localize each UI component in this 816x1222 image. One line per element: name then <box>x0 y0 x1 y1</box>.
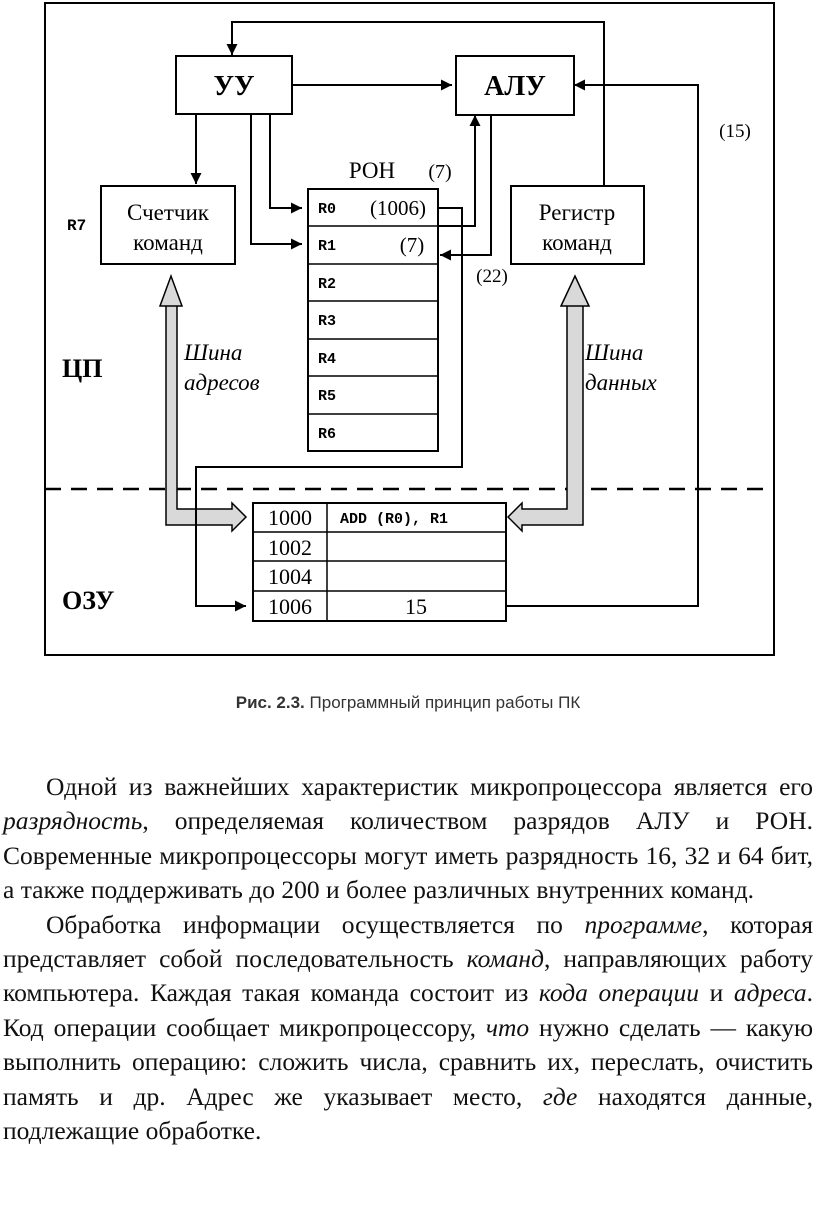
address-bus-arrow <box>158 273 248 533</box>
text-run: Одной из важнейших характеристик микропр… <box>46 772 813 801</box>
term: что <box>485 1012 530 1042</box>
data-bus-label-1: Шина <box>584 340 643 365</box>
text-run: , определяемая количеством разрядов АЛУ … <box>3 806 813 905</box>
label-22: (22) <box>476 266 508 287</box>
register-value: (7) <box>400 233 425 257</box>
term: программе <box>584 909 703 939</box>
register-name: R6 <box>318 426 336 443</box>
data-bus-label-2: данных <box>585 370 658 395</box>
label-15: (15) <box>719 121 751 142</box>
r7-label: R7 <box>67 217 86 235</box>
architecture-diagram: УУ АЛУ Счетчик команд R7 Регистр команд … <box>44 2 775 656</box>
text-run: , которая представляет собой последовате… <box>3 909 813 974</box>
body-text: Одной из важнейших характеристик микропр… <box>3 770 813 1148</box>
alu-box <box>455 55 575 116</box>
text-run: . Код операции сообщает микропроцессору, <box>3 978 813 1042</box>
text-run: и <box>699 978 734 1008</box>
figure-caption-text: Программный принцип работы ПК <box>309 693 581 712</box>
alu-to-r1-line <box>440 115 492 261</box>
register-name: R4 <box>318 351 336 368</box>
register-name: R0 <box>318 201 336 218</box>
program-counter-label-2: команд <box>133 230 203 255</box>
term: адреса <box>733 978 807 1008</box>
text-run: нужно сделать — какую выполнить операцию… <box>3 1012 813 1111</box>
memory-to-alu-line <box>506 79 699 607</box>
cpu-label: ЦП <box>62 354 102 383</box>
text-run: , направляющих работу компьютера. Каждая… <box>3 944 813 1008</box>
program-counter-label-1: Счетчик <box>127 200 210 225</box>
text-run: находятся данные, подлежащие обработке. <box>3 1081 813 1146</box>
memory-content: 15 <box>405 594 427 619</box>
figure-caption-label: Рис. 2.3. <box>235 693 305 712</box>
outer-frame <box>44 2 775 656</box>
term: кода операции <box>538 978 700 1008</box>
register-name: R5 <box>318 388 336 405</box>
ir-to-cu-line <box>226 21 605 186</box>
data-bus-arrow <box>506 274 591 533</box>
address-bus-label-1: Шина <box>183 340 242 365</box>
r0-address-line <box>195 207 463 612</box>
memory-table <box>252 502 507 622</box>
term: где <box>542 1081 578 1111</box>
paragraph-2: Обработка информации осуществляется по п… <box>3 908 813 1149</box>
figure-caption: Рис. 2.3. Программный принцип работы ПК <box>0 693 816 713</box>
term: команд <box>466 944 544 974</box>
gpr-note: (7) <box>428 161 451 183</box>
memory-address: 1006 <box>268 594 312 619</box>
term: разрядность <box>3 806 143 836</box>
cu-to-r0-line <box>269 114 302 214</box>
instruction-register-box <box>510 185 645 265</box>
address-bus-label-2: адресов <box>184 370 260 395</box>
memory-address: 1004 <box>268 564 312 589</box>
control-unit-label: УУ <box>213 71 254 102</box>
program-counter-box <box>100 185 236 265</box>
instruction-register-label-1: Регистр <box>539 200 615 225</box>
control-unit-box <box>175 55 293 115</box>
instruction-register-label-2: команд <box>542 230 612 255</box>
register-value: (1006) <box>370 196 426 220</box>
text-run: Обработка информации осуществляется по <box>46 909 585 939</box>
cu-to-r1-line <box>250 114 302 250</box>
register-name: R2 <box>318 276 336 293</box>
memory-address: 1002 <box>268 535 312 560</box>
memory-content: ADD (R0), R1 <box>340 511 448 528</box>
paragraph-1: Одной из важнейших характеристик микропр… <box>3 770 813 908</box>
alu-label: АЛУ <box>484 71 546 102</box>
gpr-title: РОН <box>349 158 395 183</box>
memory-address: 1000 <box>268 505 312 530</box>
register-name: R3 <box>318 313 336 330</box>
register-name: R1 <box>318 238 336 255</box>
r0-to-alu-line <box>438 115 481 227</box>
ram-label: ОЗУ <box>62 586 114 615</box>
register-file <box>307 188 439 452</box>
